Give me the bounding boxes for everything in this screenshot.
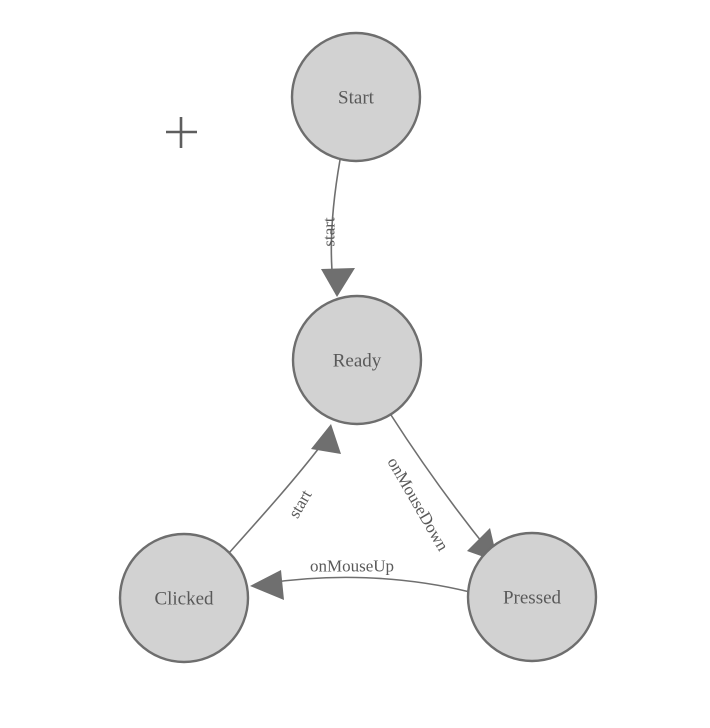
node-start-label: Start [338, 88, 375, 109]
edge-start-to-ready-label: start [320, 217, 339, 247]
edge-ready-to-pressed-path [390, 414, 490, 552]
edge-clicked-to-ready-arrowhead [311, 424, 341, 454]
edge-start-to-ready[interactable]: start [320, 159, 356, 297]
edge-pressed-to-clicked[interactable]: onMouseUp [250, 557, 471, 601]
edge-pressed-to-clicked-path [267, 576, 471, 593]
node-start[interactable]: Start [290, 31, 422, 163]
edge-clicked-to-ready[interactable]: start [228, 424, 341, 554]
node-pressed-circle [466, 531, 598, 663]
edge-clicked-to-ready-path [228, 443, 323, 554]
edge-clicked-to-ready-label: start [284, 486, 315, 521]
node-ready-circle [291, 294, 423, 426]
node-start-circle [290, 31, 422, 163]
edge-ready-to-pressed-label: onMouseDown [384, 454, 453, 555]
plus-marker-icon [166, 117, 197, 148]
node-clicked-circle [118, 532, 250, 664]
edge-pressed-to-clicked-label: onMouseUp [310, 557, 394, 576]
edge-ready-to-pressed[interactable]: onMouseDown [384, 414, 498, 562]
node-ready-label: Ready [333, 351, 382, 372]
edge-start-to-ready-arrowhead [321, 268, 355, 297]
node-pressed-label: Pressed [503, 588, 562, 609]
edge-pressed-to-clicked-arrowhead [250, 570, 284, 600]
node-ready[interactable]: Ready [291, 294, 423, 426]
node-pressed[interactable]: Pressed [466, 531, 598, 663]
node-clicked-label: Clicked [154, 589, 214, 610]
node-clicked[interactable]: Clicked [118, 532, 250, 664]
